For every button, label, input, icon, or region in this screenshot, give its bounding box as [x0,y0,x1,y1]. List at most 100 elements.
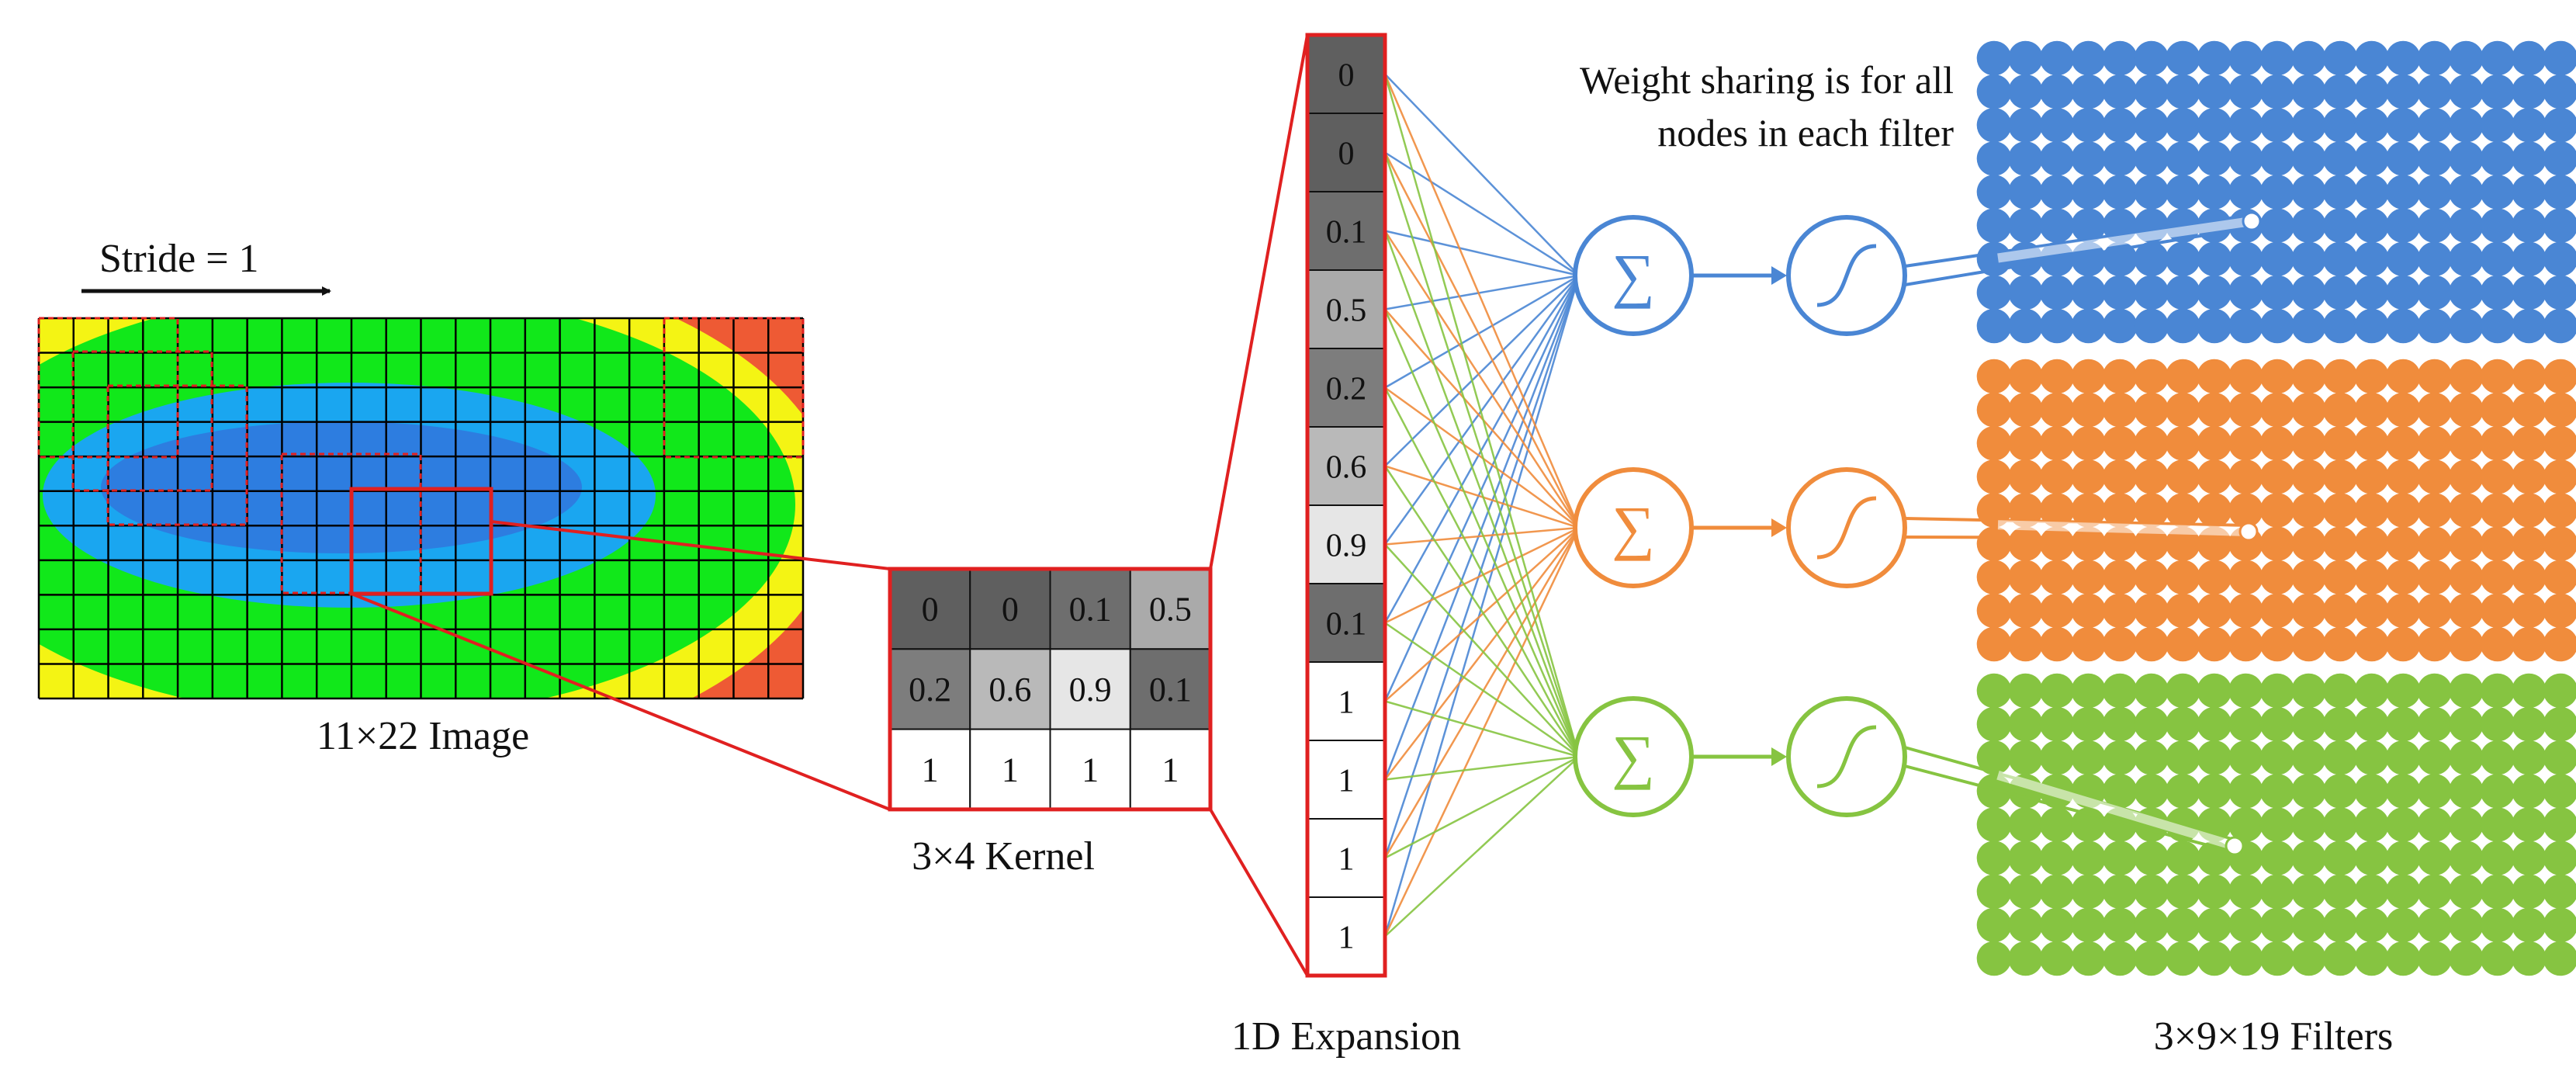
filter-node [1976,275,2012,310]
filter-node [2512,107,2547,143]
expansion-cell-value: 0.6 [1326,450,1367,486]
filter-node [2512,774,2547,809]
neuron-link-arrowhead [1771,518,1787,537]
filter-node [2543,560,2576,595]
connection-line [1383,527,1581,938]
filter-node [2449,275,2484,310]
filter-node [2071,673,2106,709]
filter-node [1976,941,2012,976]
filter-node [2385,40,2421,76]
filter-node [2071,392,2106,428]
filter-node [2039,208,2075,243]
filter-node [2008,626,2043,662]
filter-node [2166,593,2200,629]
filter-node [2197,141,2232,176]
kernel-cell-value: 0.5 [1149,591,1192,629]
filter-node [2417,425,2453,461]
filter-node [2354,40,2389,76]
filter-node [2039,907,2075,943]
filter-node [2259,459,2295,494]
filter-node [2512,593,2547,629]
filter-node [2385,526,2421,561]
filter-node [2291,841,2326,875]
filter-node [2102,774,2138,809]
filter-node [1976,425,2012,461]
expansion-label: 1D Expansion [1231,1014,1461,1059]
filter-node [2480,459,2515,494]
filter-node [2291,706,2326,742]
filter-node [2449,493,2484,528]
filter-map [1976,673,2576,976]
filter-node [2512,308,2547,344]
filter-node [2259,241,2295,277]
filter-node [2228,774,2263,809]
expansion-cell [1307,348,1386,428]
filter-node [2008,593,2043,629]
filter-node [2008,141,2043,176]
filter-node [2322,359,2358,394]
filter-node [2102,673,2138,709]
filter-node [1976,706,2012,742]
filter-node [2166,359,2200,394]
filter-node [2354,425,2389,461]
filter-node [2291,141,2326,176]
filter-node [1976,626,2012,662]
filter-node [2449,241,2484,277]
filter-node [2480,706,2515,742]
filter-node [2291,874,2326,910]
filter-node [2259,308,2295,344]
filter-node [2417,141,2453,176]
connection-line [1383,465,1581,757]
filter-node [2134,141,2169,176]
filter-node [1976,359,2012,394]
connection-line [1384,700,1580,758]
filter-node [2197,673,2232,709]
filter-node [2197,593,2232,629]
filter-node [2134,874,2169,910]
neuron-link-arrowhead [1771,266,1787,285]
filter-node [2228,459,2263,494]
filter-node [2102,40,2138,76]
filter-node [2166,141,2200,176]
zoom-line-bottom [351,592,891,811]
filter-node [2008,706,2043,742]
filter-node [1976,74,2012,109]
filter-node [2071,740,2106,775]
kernel-cell [1049,568,1131,650]
filter-node [2449,941,2484,976]
connection-line [1384,526,1580,546]
filter-node [2259,807,2295,842]
filter-node [2354,107,2389,143]
filter-node [2102,425,2138,461]
filter-node [2134,40,2169,76]
filter-node [2385,626,2421,662]
filter-node [2543,208,2576,243]
filter-node [2102,706,2138,742]
filter-node [2197,907,2232,943]
filter-node [2322,626,2358,662]
filter-node [2291,175,2326,210]
filter-node [2134,425,2169,461]
filter-node [2102,175,2138,210]
filter-node [2008,392,2043,428]
weight-sharing-note-line2: nodes in each filter [1657,111,1954,154]
filter-node [2512,241,2547,277]
filter-node [2354,359,2389,394]
expansion-cell-value: 0 [1338,58,1355,94]
filter-node [2322,841,2358,875]
filter-node [2259,74,2295,109]
filter-node [2102,74,2138,109]
filter-node [2385,459,2421,494]
filter-node [2354,626,2389,662]
filter-node [1976,673,2012,709]
filter-node [2071,359,2106,394]
filter-node [2480,141,2515,176]
filter-node [2008,807,2043,842]
kernel-cell [969,568,1051,650]
filter-node [2354,175,2389,210]
filter-node [2385,493,2421,528]
connection-line [1384,274,1580,389]
filter-node [2228,807,2263,842]
filter-node [2291,208,2326,243]
filter-node [2322,141,2358,176]
